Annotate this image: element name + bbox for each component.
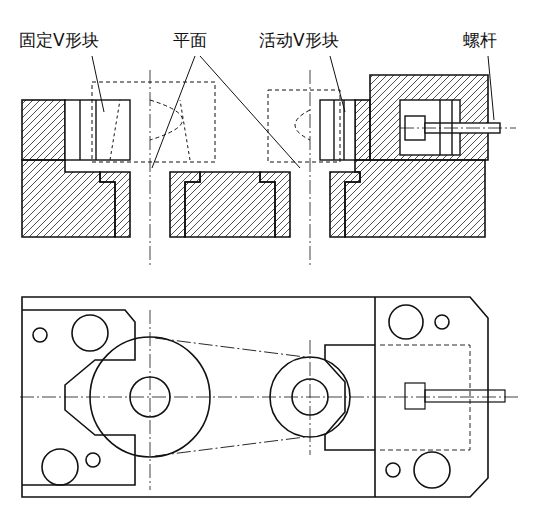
center-lines: [20, 70, 520, 490]
part-label: 固定V形块: [18, 30, 100, 50]
plan-view: [22, 297, 505, 497]
part-label: 螺杆: [462, 30, 498, 50]
part-label: 活动V形块: [258, 30, 340, 50]
phantom-workpiece: [92, 82, 340, 162]
section-parts: [65, 100, 500, 160]
plan-hidden-lines: [155, 338, 470, 456]
part-label: 平面: [172, 30, 208, 50]
leader-lines: [92, 56, 494, 168]
section-view: [22, 75, 488, 237]
